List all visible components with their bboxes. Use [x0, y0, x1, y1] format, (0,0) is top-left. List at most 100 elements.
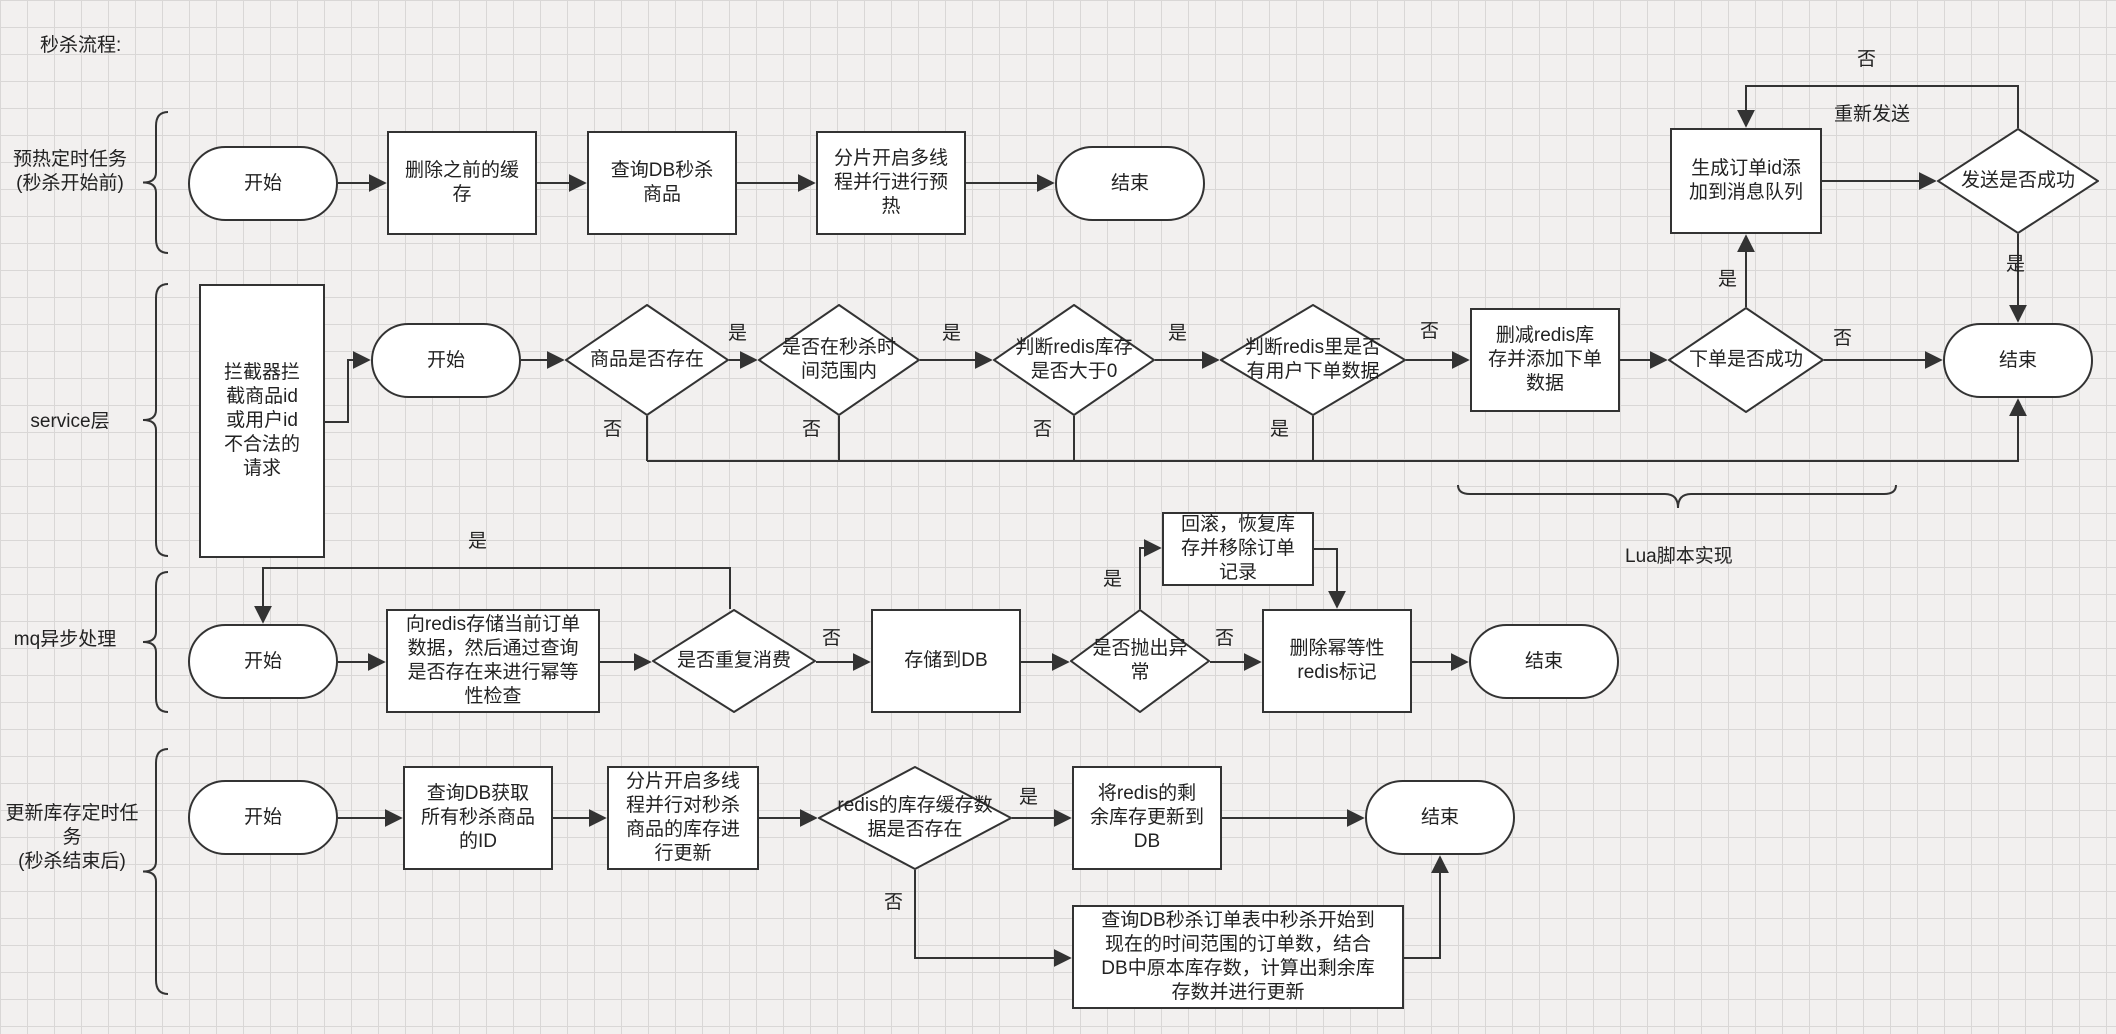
node-text-line: 查询DB获取	[426, 783, 530, 804]
node-p-start[interactable]: 开始	[188, 146, 338, 221]
node-m-exc[interactable]: 是否抛出异常	[1070, 609, 1210, 713]
lane-brace-stock	[142, 748, 169, 995]
edge-label-exist-no: 否	[603, 419, 623, 440]
node-s-stock[interactable]: 判断redis库存是否大于0	[993, 304, 1155, 416]
node-m-start[interactable]: 开始	[188, 624, 338, 699]
node-text-line: 删除之前的缓	[404, 160, 519, 181]
lane-label-service: service层	[0, 410, 150, 434]
edge-label-exist-yes: 是	[728, 323, 748, 344]
node-text-line: 分片开启多线	[625, 771, 740, 792]
lane-label-line: (秒杀结束后)	[18, 851, 126, 872]
node-text: 结束	[1105, 172, 1155, 196]
edge-label-send-no: 否	[1857, 49, 1877, 70]
node-text: 查询DB获取所有秒杀商品的ID	[415, 782, 541, 854]
node-text-line: 是否存在来进行幂等	[407, 662, 579, 683]
edge-label-user-no: 否	[1420, 321, 1440, 342]
node-text: 结束	[1993, 349, 2043, 373]
lane-label-line: 预热定时任务	[12, 149, 127, 170]
node-u-end[interactable]: 结束	[1365, 780, 1515, 855]
node-text: 下单是否成功	[1679, 348, 1813, 372]
node-u-split[interactable]: 分片开启多线程并行对秒杀商品的库存进行更新	[607, 766, 759, 870]
node-text-line: 拦截器拦	[223, 362, 300, 383]
edge-label-cache-yes: 是	[1019, 787, 1039, 808]
node-text-line: 向redis存储当前订单	[405, 614, 581, 635]
node-text-line: 发送是否成功	[1960, 170, 2075, 191]
node-text-line: 据是否存在	[867, 819, 963, 840]
node-m-rollback[interactable]: 回滚，恢复库存并移除订单记录	[1162, 512, 1314, 586]
node-text-line: 判断redis库存	[1015, 337, 1133, 358]
node-text: 开始	[238, 650, 288, 674]
node-text-line: 所有秒杀商品	[420, 807, 535, 828]
node-text-line: 的ID	[458, 831, 497, 852]
lane-brace-mq	[142, 571, 169, 713]
edge-label-stock-no: 否	[1033, 419, 1053, 440]
node-text-line: redis标记	[1297, 662, 1377, 683]
node-text-line: 是否在秒杀时	[781, 337, 896, 358]
node-text-line: 查询DB秒杀订单表中秒杀开始到	[1101, 910, 1375, 931]
lane-brace-service	[142, 283, 169, 557]
node-m-db[interactable]: 存储到DB	[871, 609, 1021, 713]
node-text: 是否抛出异常	[1082, 637, 1197, 685]
node-text-line: 开始	[426, 349, 465, 371]
node-text: 开始	[238, 172, 288, 196]
node-text-line: 回滚，恢复库	[1180, 514, 1295, 535]
node-text-line: 数据，然后通过查询	[407, 638, 579, 659]
node-text: 生成订单id添加到消息队列	[1683, 157, 1809, 205]
node-s-gen[interactable]: 生成订单id添加到消息队列	[1670, 128, 1822, 234]
node-text: 查询DB秒杀商品	[605, 159, 719, 207]
node-text-line: 删减redis库	[1495, 325, 1595, 346]
diamond-shape	[565, 304, 729, 416]
node-u-start[interactable]: 开始	[188, 780, 338, 855]
node-text-line: 结束	[1110, 172, 1149, 194]
node-p-split[interactable]: 分片开启多线程并行进行预热	[816, 131, 966, 235]
node-text-line: DB中原本库存数，计算出剩余库	[1101, 958, 1375, 979]
node-text-line: 开始	[243, 650, 282, 672]
node-m-del[interactable]: 删除幂等性 redis标记	[1262, 609, 1412, 713]
node-m-store[interactable]: 向redis存储当前订单数据，然后通过查询是否存在来进行幂等性检查	[386, 609, 600, 713]
node-p-end[interactable]: 结束	[1055, 146, 1205, 221]
edge-fail-collector	[647, 398, 2027, 462]
node-p-del[interactable]: 删除之前的缓存	[387, 131, 537, 235]
node-p-query[interactable]: 查询DB秒杀商品	[587, 131, 737, 235]
node-s-exist[interactable]: 商品是否存在	[565, 304, 729, 416]
edge-label-exc-yes: 是	[1103, 569, 1123, 590]
node-m-dup[interactable]: 是否重复消费	[652, 609, 816, 713]
node-text-line: 行更新	[654, 843, 712, 864]
diamond-shape	[1220, 304, 1406, 416]
node-s-user[interactable]: 判断redis里是否有用户下单数据	[1220, 304, 1406, 416]
node-text-line: 将redis的剩	[1097, 783, 1197, 804]
node-m-end[interactable]: 结束	[1469, 624, 1619, 699]
node-u-cache[interactable]: redis的库存缓存数据是否存在	[818, 766, 1012, 870]
node-s-order-ok[interactable]: 下单是否成功	[1668, 307, 1824, 413]
node-s-send-ok[interactable]: 发送是否成功	[1937, 128, 2099, 234]
node-text: 删除幂等性 redis标记	[1283, 637, 1390, 685]
edge-label-stock-yes: 是	[1168, 323, 1188, 344]
node-u-query[interactable]: 查询DB获取所有秒杀商品的ID	[403, 766, 553, 870]
node-s-start[interactable]: 开始	[371, 323, 521, 398]
diamond-shape	[993, 304, 1155, 416]
node-text-line: 商品的库存进	[625, 819, 740, 840]
node-s-deduct[interactable]: 删减redis库存并添加下单数据	[1470, 308, 1620, 412]
node-text-line: 删除幂等性	[1289, 638, 1385, 659]
node-s-time[interactable]: 是否在秒杀时间范围内	[758, 304, 920, 416]
edge-label-dup-yes: 是	[468, 531, 488, 552]
node-s-end[interactable]: 结束	[1943, 323, 2093, 398]
node-text: 分片开启多线程并行进行预热	[828, 147, 954, 219]
node-text-line: 程并行对秒杀	[625, 795, 740, 816]
lane-brace-preheat	[142, 111, 169, 254]
node-text: 开始	[421, 349, 471, 373]
node-text-line: 不合法的	[223, 434, 300, 455]
node-text: 开始	[238, 806, 288, 830]
node-text-line: 加到消息队列	[1688, 182, 1803, 203]
lane-label-preheat: 预热定时任务(秒杀开始前)	[0, 148, 150, 196]
diamond-shape	[1668, 307, 1824, 413]
lane-label-line: service层	[30, 411, 110, 432]
node-text-line: 请求	[242, 458, 281, 479]
node-text-line: 开始	[243, 806, 282, 828]
edge-filter-start	[325, 351, 371, 423]
